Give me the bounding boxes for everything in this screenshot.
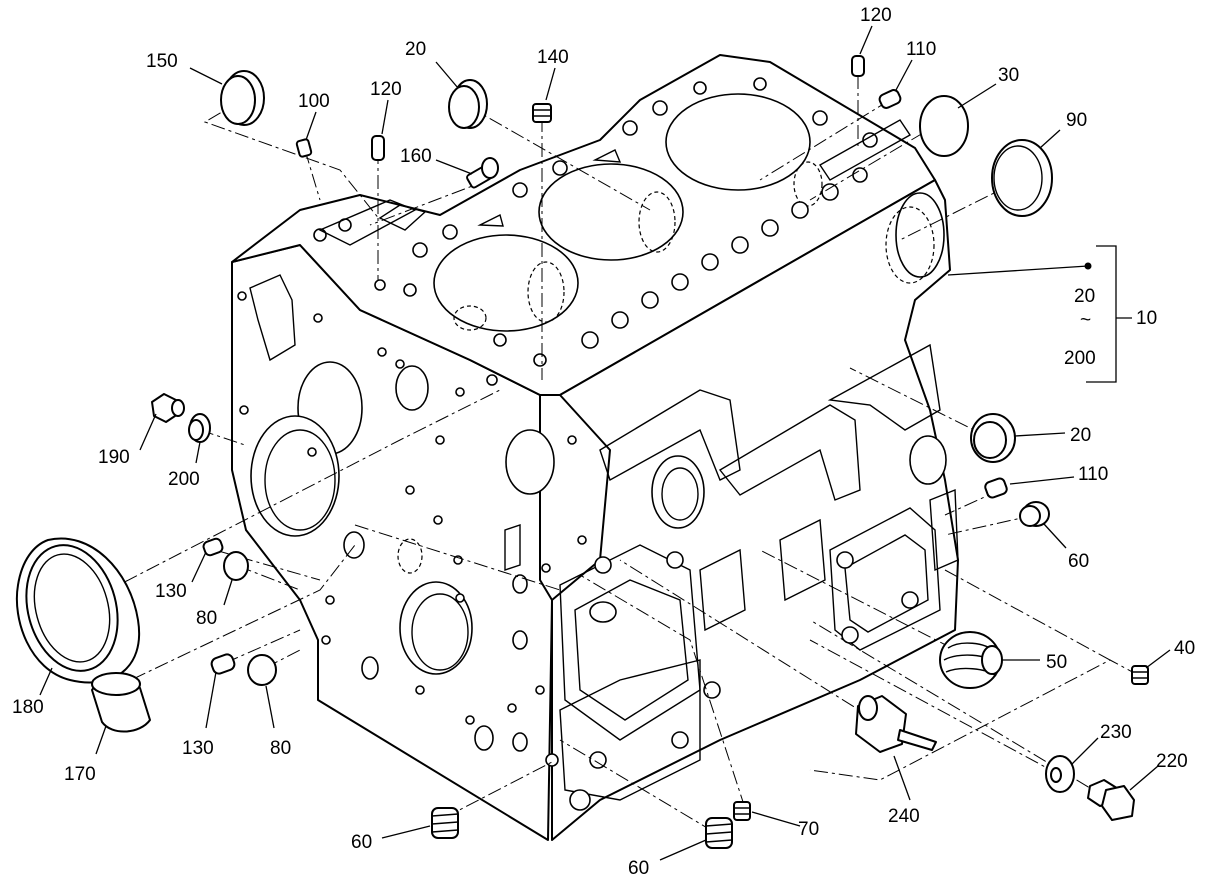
washer-230: [1045, 755, 1075, 793]
front-bore-main: [250, 415, 340, 537]
plug-50: [939, 631, 1003, 689]
callout-60-right: 60: [1068, 551, 1089, 572]
washer-200: [188, 413, 211, 443]
callout-20-right: 20: [1070, 425, 1091, 446]
plug-70: [733, 801, 751, 821]
callout-60-bottom: 60: [628, 858, 649, 879]
callout-220: 220: [1156, 751, 1188, 772]
plug-60-right: [1019, 501, 1050, 527]
callout-180: 180: [12, 697, 44, 718]
callout-70: 70: [798, 819, 819, 840]
pin-110-top: [878, 89, 902, 109]
callout-120-right: 120: [860, 5, 892, 26]
callout-110-right: 110: [1078, 464, 1108, 485]
plug-20-top: [448, 79, 488, 129]
callout-240: 240: [888, 806, 920, 827]
sensor-240: [855, 695, 937, 753]
plug-40: [1131, 665, 1149, 685]
callout-range-tilde: ~: [1080, 310, 1091, 331]
plug-140: [532, 103, 552, 123]
callout-160: 160: [400, 146, 432, 167]
callout-170: 170: [64, 764, 96, 785]
pin-130-upper: [202, 537, 224, 557]
callout-120-left: 120: [370, 79, 402, 100]
callout-130-lower: 130: [182, 738, 214, 759]
plug-60-bottom: [705, 817, 733, 849]
bolt-160: [466, 157, 499, 189]
callout-40: 40: [1174, 638, 1195, 659]
pin-120-right: [851, 55, 865, 77]
callout-190: 190: [98, 447, 130, 468]
callout-200: 200: [168, 469, 200, 490]
seal-180: [15, 537, 141, 684]
plug-80-lower: [247, 654, 277, 686]
callout-80-upper: 80: [196, 608, 217, 629]
loose-parts: [15, 55, 1149, 849]
cylinder-bore-3: [433, 234, 579, 332]
cylinder-bore-1: [665, 93, 811, 191]
plug-80-upper: [223, 551, 249, 581]
callout-90: 90: [1066, 110, 1087, 131]
bolt-220: [1087, 779, 1135, 821]
callout-10: 10: [1136, 308, 1157, 329]
callout-50: 50: [1046, 652, 1067, 673]
rear-bore: [895, 192, 945, 278]
pin-120-left: [371, 135, 385, 161]
plug-150: [220, 70, 265, 126]
callout-100: 100: [298, 91, 330, 112]
plug-30: [919, 95, 969, 157]
front-face-holes: [237, 291, 587, 725]
callout-60-bottom-left: 60: [351, 832, 372, 853]
centerlines: [79, 75, 1141, 833]
callout-150: 150: [146, 51, 178, 72]
pin-100: [295, 138, 313, 158]
side-port: [651, 455, 705, 529]
callout-140: 140: [537, 47, 569, 68]
front-bore-lower: [399, 581, 473, 675]
cylinder-bore-2: [538, 163, 684, 261]
callout-20-range: 20: [1074, 286, 1095, 307]
callout-20-top: 20: [405, 39, 426, 60]
callout-30: 30: [998, 65, 1019, 86]
leader-lines: [39, 25, 1171, 861]
callout-labels: 150 100 120 20 140 160 120 110 30 90 20 …: [12, 5, 1195, 879]
callout-80-lower: 80: [270, 738, 291, 759]
callout-230: 230: [1100, 722, 1132, 743]
bush-170: [91, 672, 151, 733]
deck-holes: [313, 77, 878, 367]
pin-110-right: [984, 477, 1008, 499]
bolt-190: [151, 393, 185, 423]
callout-200-range: 200: [1064, 348, 1096, 369]
plug-90: [991, 139, 1053, 217]
callout-130-upper: 130: [155, 581, 187, 602]
callout-110-top: 110: [906, 39, 936, 60]
plug-60-bottom-left: [431, 807, 459, 839]
pin-130-lower: [210, 653, 236, 675]
front-bore-right: [505, 429, 555, 495]
cylinder-block: [231, 54, 959, 841]
seal-20-right: [970, 413, 1016, 463]
